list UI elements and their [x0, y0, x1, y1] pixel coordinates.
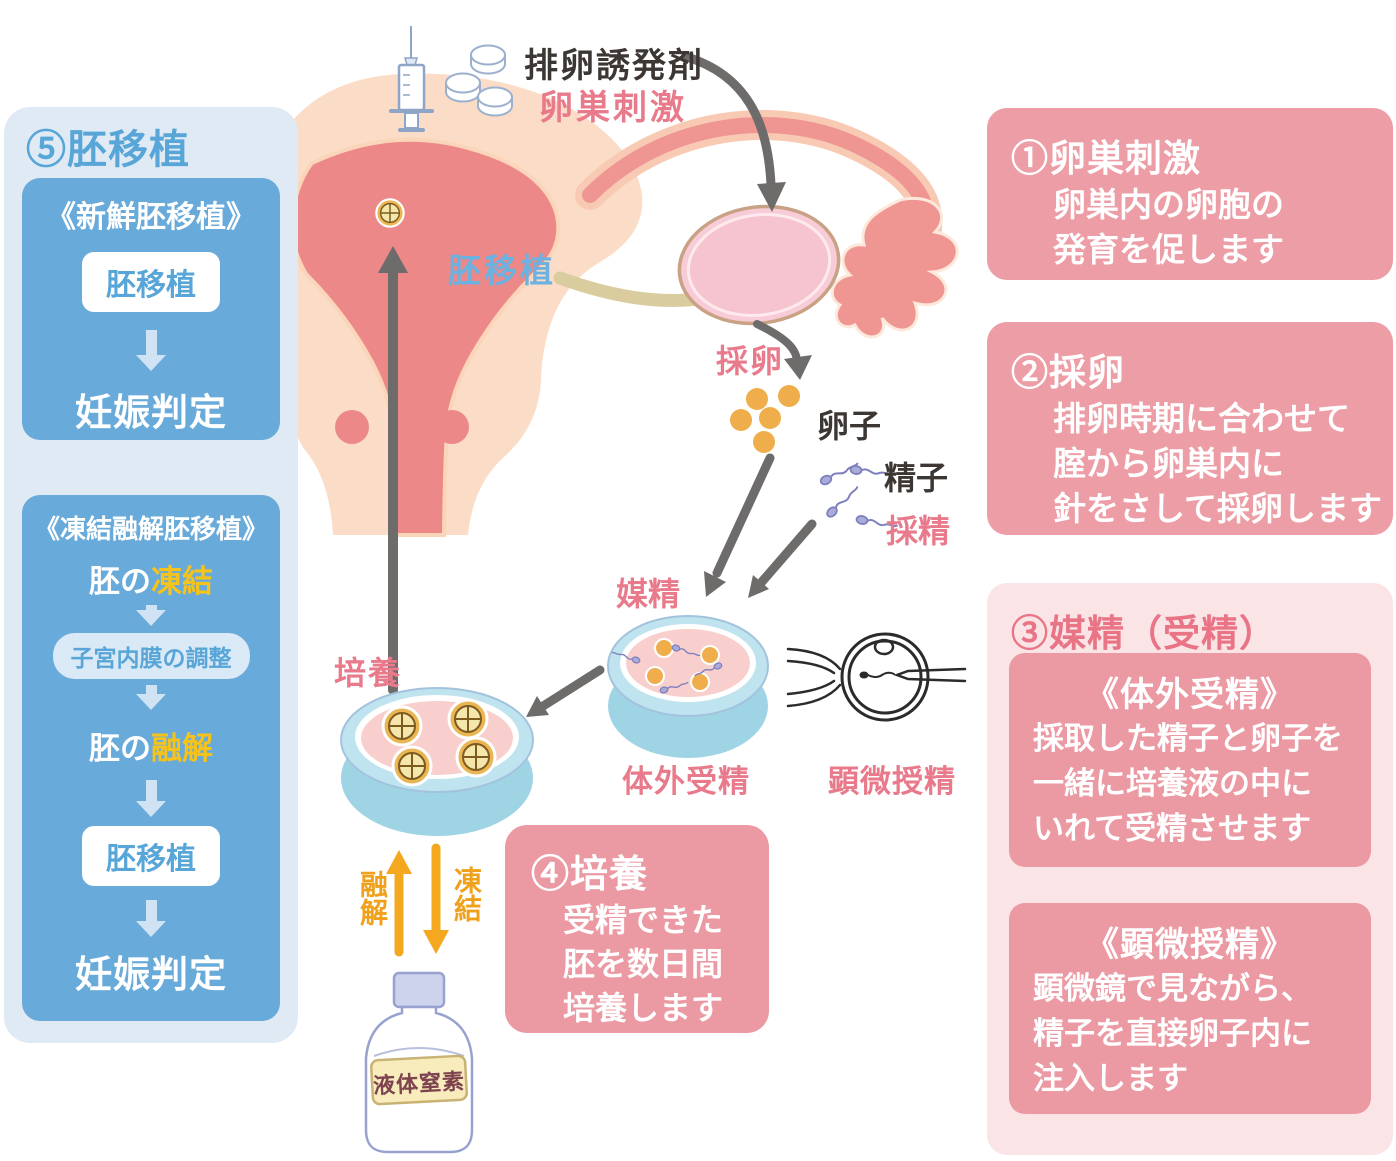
- freeze-label: 凍結: [451, 866, 482, 922]
- step1-ovarian-stimulation-box: ①卵巣刺激 卵巣内の卵胞の 発育を促します: [987, 108, 1393, 280]
- sperm-label: 精子: [884, 460, 949, 496]
- step2-title: ②採卵: [1011, 352, 1125, 393]
- frozen-step-thaw: 胚の融解: [89, 723, 213, 768]
- step-word-freeze: 凍結: [151, 564, 213, 599]
- embryo-in-uterus: [375, 198, 405, 228]
- icsi-illustration: [786, 632, 967, 722]
- fresh-step-transfer: 胚移植: [82, 252, 220, 312]
- ovulation-drug-label: 排卵誘発剤: [524, 47, 704, 85]
- step3-insemination-box: ③媒精（受精） 《体外受精》 採取した精子と卵子を 一緒に培養液の中に いれて受…: [987, 583, 1393, 1155]
- icsi-line: 精子を直接卵子内に: [1033, 1016, 1312, 1051]
- down-arrow-icon: [145, 330, 157, 356]
- step4-line: 受精できた: [563, 902, 724, 938]
- ivf-label: 体外受精: [622, 764, 750, 799]
- ivf-heading: 《体外受精》: [1085, 676, 1295, 714]
- icsi-line: 顕微鏡で見ながら、: [1033, 971, 1312, 1006]
- down-arrow-icon: [145, 605, 157, 611]
- egg-retrieval-label: 採卵: [716, 343, 785, 379]
- frozen-step-freeze: 胚の凍結: [89, 556, 213, 601]
- fresh-result: 妊娠判定: [75, 392, 227, 433]
- ivf-detail-box: 《体外受精》 採取した精子と卵子を 一緒に培養液の中に いれて受精させます: [1009, 653, 1371, 867]
- frozen-result: 妊娠判定: [75, 954, 227, 995]
- liquid-nitrogen-bottle: [364, 971, 474, 1154]
- culture-label: 培養: [334, 655, 403, 691]
- egg-label: 卵子: [817, 408, 882, 444]
- insemination-dish: [607, 615, 769, 758]
- freeze-thaw-arrowheads: [386, 850, 449, 954]
- step-prefix: 胚の: [89, 564, 151, 599]
- insemination-label: 媒精: [616, 576, 681, 612]
- step-prefix: 胚の: [89, 731, 151, 766]
- liquid-nitrogen-label: 液体窒素: [372, 1068, 466, 1099]
- fimbriae: [830, 196, 959, 339]
- flow-arrowheads: [378, 182, 812, 717]
- culture-dish: [340, 687, 534, 836]
- ivf-line: いれて受精させます: [1033, 811, 1312, 846]
- step2-line: 排卵時期に合わせて: [1053, 400, 1350, 437]
- frozen-heading: 《凍結融解胚移植》: [33, 514, 268, 544]
- sperm-collection-label: 採精: [886, 513, 951, 549]
- step4-title: ④培養: [531, 854, 649, 896]
- step2-egg-retrieval-box: ②採卵 排卵時期に合わせて 腟から卵巣内に 針をさして採卵します: [987, 322, 1393, 535]
- step1-title: ①卵巣刺激: [1011, 138, 1201, 179]
- icsi-heading: 《顕微授精》: [1085, 926, 1295, 964]
- frozen-step-transfer: 胚移植: [82, 826, 220, 886]
- flow-arrows: [388, 52, 817, 713]
- endometrium-pill: 子宮内膜の調整: [52, 633, 250, 679]
- fresh-heading: 《新鮮胚移植》: [46, 201, 256, 234]
- frozen-transfer-box: 《凍結融解胚移植》 胚の凍結 子宮内膜の調整 胚の融解 胚移植 妊娠判定: [22, 495, 280, 1021]
- ivf-line: 一緒に培養液の中に: [1033, 766, 1312, 801]
- step2-line: 腟から卵巣内に: [1053, 445, 1284, 482]
- down-arrow-icon: [145, 900, 157, 922]
- ovary: [677, 204, 841, 326]
- freeze-thaw-arrows: [394, 843, 441, 957]
- step-word-thaw: 融解: [151, 731, 213, 766]
- uterus-illustration: [289, 73, 959, 537]
- panel-title: ⑤胚移植: [26, 128, 190, 172]
- step3-title: ③媒精（受精）: [1011, 613, 1277, 654]
- step4-line: 培養します: [563, 990, 724, 1026]
- step1-line: 卵巣内の卵胞の: [1053, 186, 1284, 223]
- egg-cells: [730, 385, 800, 453]
- step1-line: 発育を促します: [1053, 231, 1284, 268]
- syringe-icon: [389, 26, 434, 132]
- step4-line: 胚を数日間: [563, 946, 724, 982]
- pills-icon: [445, 44, 513, 117]
- down-arrow-icon: [145, 685, 157, 695]
- embryo-transfer-label: 胚移植: [448, 252, 556, 289]
- icsi-detail-box: 《顕微授精》 顕微鏡で見ながら、 精子を直接卵子内に 注入します: [1009, 903, 1371, 1114]
- icsi-label: 顕微授精: [828, 764, 956, 799]
- thaw-label: 融解: [357, 870, 388, 926]
- fresh-transfer-box: 《新鮮胚移植》 胚移植 妊娠判定: [22, 178, 280, 440]
- embryo-transfer-panel: ⑤胚移植 《新鮮胚移植》 胚移植 妊娠判定 《凍結融解胚移植》 胚の凍結 子宮内…: [4, 107, 298, 1043]
- ovarian-stimulation-label: 卵巣刺激: [539, 89, 687, 127]
- ivf-line: 採取した精子と卵子を: [1033, 721, 1343, 756]
- down-arrow-icon: [145, 780, 157, 802]
- step4-culture-box: ④培養 受精できた 胚を数日間 培養します: [505, 825, 769, 1033]
- step2-line: 針をさして採卵します: [1053, 490, 1383, 527]
- icsi-line: 注入します: [1033, 1061, 1188, 1096]
